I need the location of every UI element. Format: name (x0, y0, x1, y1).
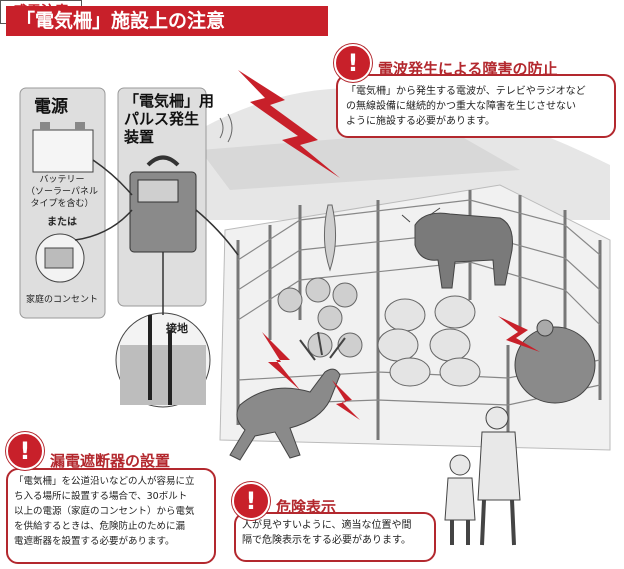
danger-callout-text: 人が見やすいように、適当な位置や間 隔で危険表示をする必要があります。 (242, 520, 412, 546)
alert-icon: ! (6, 432, 44, 470)
alert-icon: ! (334, 44, 372, 82)
battery-illustration (32, 122, 94, 173)
power-wires (74, 159, 133, 241)
breaker-callout-text: 「電気柵」を公道沿いなどの人が容易に立 ち入る場所に設置する場合で、30ボルト … (14, 476, 195, 547)
fence-feed-wire (195, 209, 239, 256)
cabbage-field (377, 295, 481, 387)
crop-plants (277, 204, 363, 358)
page-title: 「電気柵」施設上の注意 (6, 6, 328, 36)
cow-illustration (401, 207, 513, 289)
battery-label: バッテリー （ソーラーパネル タイプを含む） (26, 175, 98, 209)
danger-callout (234, 512, 436, 562)
pulse-generator-device (129, 155, 197, 253)
radio-wave-bolt (238, 70, 340, 178)
boar-illustration (514, 319, 596, 404)
outlet-label: 家庭のコンセント (25, 295, 98, 305)
radio-callout-title: 電波発生による障害の防止 (378, 60, 558, 78)
alert-icon: ! (232, 482, 270, 520)
radio-callout-text: 「電気柵」から発生する電波が、テレビやラジオなど の無線設備に継続的かつ重大な障… (346, 86, 586, 127)
deer-illustration (229, 331, 346, 461)
danger-callout-title: 危険表示 (276, 498, 337, 516)
ground-illustration (115, 252, 211, 408)
or-label: または (47, 217, 77, 228)
ground-label: 接地 (166, 322, 188, 335)
radio-callout (336, 74, 616, 138)
emitter-waves (219, 113, 233, 143)
shock-marks (262, 316, 540, 420)
outlet-illustration (35, 233, 85, 283)
background-field (200, 130, 520, 190)
people-illustration (444, 406, 521, 546)
pulse-label: 「電気柵」用 パルス発生 装置 (124, 92, 215, 146)
breaker-callout (6, 468, 216, 564)
power-label: 電源 (34, 97, 68, 117)
breaker-callout-title: 漏電遮断器の設置 (50, 452, 171, 470)
